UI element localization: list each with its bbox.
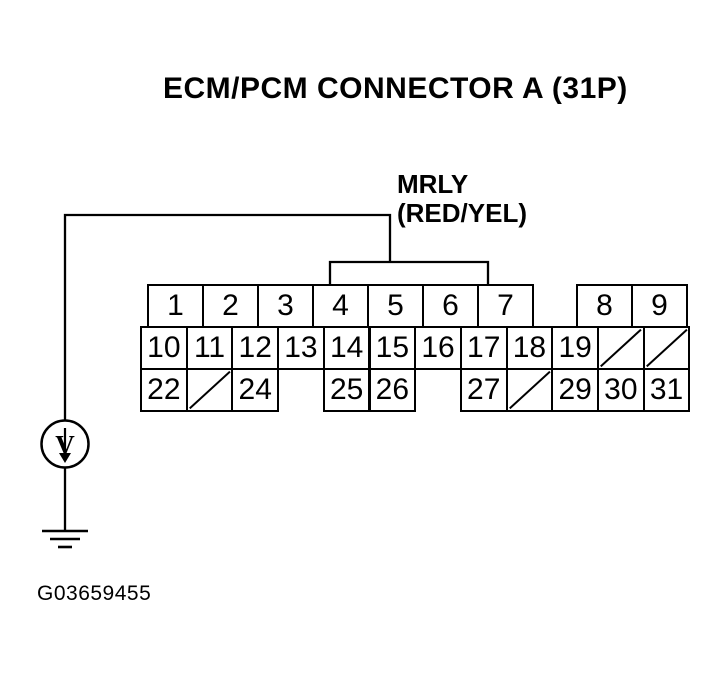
pin-cell-19: 19 <box>551 326 599 370</box>
pin-cell-14: 14 <box>322 326 371 370</box>
pin-cell-27: 27 <box>459 368 508 412</box>
pin-cell-2: 2 <box>202 284 259 328</box>
pin-cell-31: 31 <box>642 368 691 412</box>
pin-cell-9: 9 <box>631 284 688 328</box>
pin-cell-3: 3 <box>257 284 314 328</box>
pin-cell-22: 22 <box>140 368 188 412</box>
blocked-pin-cell <box>597 326 645 370</box>
pin-cell-25: 25 <box>322 368 371 412</box>
ground-icon <box>42 529 88 549</box>
wire-label: MRLY (RED/YEL) <box>397 170 527 228</box>
pin-cell-13: 13 <box>277 326 325 370</box>
voltmeter-icon: V <box>40 419 90 469</box>
blocked-pin-cell <box>505 368 554 412</box>
page-title: ECM/PCM CONNECTOR A (31P) <box>163 72 628 105</box>
pin-cell-11: 11 <box>185 326 234 370</box>
pin-cell-10: 10 <box>140 326 188 370</box>
pin-cell-5: 5 <box>367 284 424 328</box>
slash-icon <box>508 370 552 410</box>
pin-cell-15: 15 <box>368 326 417 370</box>
slash-icon <box>599 328 643 368</box>
slash-icon <box>645 328 689 368</box>
pin-cell-1: 1 <box>147 284 204 328</box>
pin-cell-16: 16 <box>414 326 462 370</box>
wire-label-color: (RED/YEL) <box>397 198 527 228</box>
slash-icon <box>188 370 232 410</box>
pin-cell-29: 29 <box>551 368 599 412</box>
blocked-pin-cell <box>642 326 691 370</box>
pin-cell-4: 4 <box>312 284 369 328</box>
figure-code: G03659455 <box>37 582 152 605</box>
pin-cell-26: 26 <box>368 368 417 412</box>
pin-cell-18: 18 <box>505 326 554 370</box>
voltmeter-arrow-head <box>59 453 71 463</box>
pin-cell-8: 8 <box>576 284 633 328</box>
pin-cell-12: 12 <box>231 326 280 370</box>
blocked-pin-cell <box>185 368 234 412</box>
pin-cell-17: 17 <box>459 326 508 370</box>
pin-bracket <box>328 260 490 286</box>
pin-cell-6: 6 <box>422 284 479 328</box>
pin-cell-30: 30 <box>597 368 645 412</box>
pin-cell-24: 24 <box>231 368 280 412</box>
wire-to-voltmeter <box>63 213 392 421</box>
pin-cell-7: 7 <box>477 284 534 328</box>
wire-label-name: MRLY <box>397 169 469 199</box>
